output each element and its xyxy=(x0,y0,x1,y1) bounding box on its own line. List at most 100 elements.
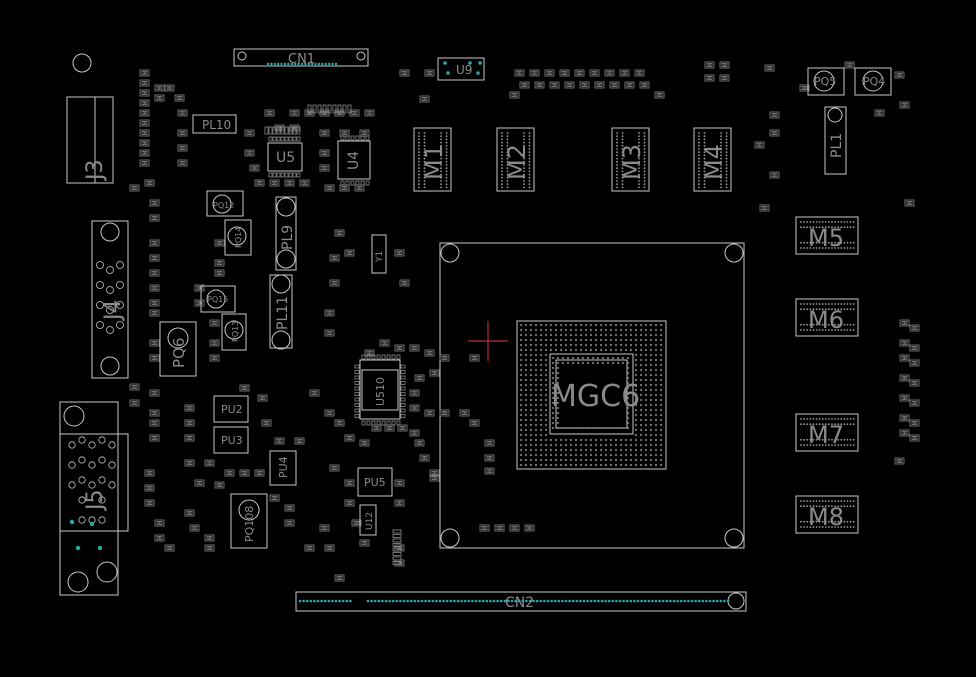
pad xyxy=(901,321,905,325)
pin xyxy=(601,361,605,365)
pin xyxy=(544,398,548,402)
pad xyxy=(141,81,145,85)
pin xyxy=(639,383,643,387)
pin xyxy=(843,303,846,305)
pin xyxy=(506,132,509,134)
pin xyxy=(634,443,638,447)
pin-hole xyxy=(96,301,104,309)
pin xyxy=(828,500,830,502)
pin xyxy=(837,303,840,305)
pin xyxy=(591,361,595,365)
pin xyxy=(818,505,821,508)
pin xyxy=(529,423,533,427)
pin xyxy=(445,138,448,141)
pin xyxy=(423,154,426,157)
pin xyxy=(614,458,618,462)
pad xyxy=(154,391,158,395)
pad xyxy=(431,471,435,475)
pin xyxy=(501,144,503,147)
pin xyxy=(654,353,658,357)
pad xyxy=(141,121,145,125)
pin xyxy=(638,160,640,163)
pad xyxy=(244,149,255,157)
pin xyxy=(528,170,531,173)
pad xyxy=(189,406,193,410)
pad xyxy=(414,439,425,447)
pad xyxy=(879,111,883,115)
pad xyxy=(724,63,728,67)
pin xyxy=(334,599,338,603)
pin xyxy=(535,599,539,603)
pl11-label: PL11 xyxy=(275,296,291,330)
pad xyxy=(216,261,220,265)
pin xyxy=(528,176,531,179)
pad xyxy=(146,471,150,475)
pad xyxy=(399,251,403,255)
pin xyxy=(824,226,827,229)
pad xyxy=(354,184,365,192)
pin xyxy=(806,505,809,508)
pad xyxy=(189,524,200,532)
pad xyxy=(177,144,188,152)
pin xyxy=(406,599,409,603)
pin xyxy=(821,423,824,426)
pad xyxy=(706,63,710,67)
pin xyxy=(539,458,543,462)
pin xyxy=(643,132,646,134)
pin xyxy=(604,333,608,337)
pad xyxy=(151,271,155,275)
pin xyxy=(806,423,809,426)
pin xyxy=(507,599,510,603)
pin xyxy=(703,160,706,163)
pin xyxy=(614,348,618,352)
pad xyxy=(134,385,138,389)
pad xyxy=(182,161,186,165)
pin xyxy=(803,303,805,305)
pin xyxy=(556,356,560,360)
pin xyxy=(654,413,658,417)
pin xyxy=(616,356,620,360)
pad xyxy=(284,504,295,512)
pin xyxy=(523,148,525,150)
pad xyxy=(144,179,155,187)
pin xyxy=(544,383,548,387)
pad xyxy=(154,301,158,305)
pin xyxy=(703,151,706,154)
pad xyxy=(394,344,405,352)
pin-hole xyxy=(88,461,96,469)
pin xyxy=(828,226,830,229)
pin xyxy=(554,448,558,452)
pin xyxy=(643,173,646,176)
pad xyxy=(581,83,585,87)
pin xyxy=(806,303,809,305)
pin xyxy=(626,371,630,375)
pin xyxy=(418,157,420,160)
pad xyxy=(149,299,160,307)
pl10-inductor xyxy=(192,114,237,134)
u5-label: U5 xyxy=(276,150,295,166)
pin xyxy=(824,308,827,311)
pin xyxy=(626,416,630,420)
pad xyxy=(272,172,277,178)
pad xyxy=(186,511,190,515)
pin xyxy=(809,505,812,508)
pad xyxy=(409,404,420,412)
pin xyxy=(852,444,855,446)
pad xyxy=(334,419,345,427)
pin xyxy=(698,157,700,160)
pin xyxy=(849,226,852,229)
pad xyxy=(286,181,290,185)
pad xyxy=(366,420,371,426)
pin xyxy=(852,520,855,523)
pin xyxy=(599,328,603,332)
pin xyxy=(440,154,442,157)
pad xyxy=(759,204,770,212)
pad xyxy=(771,113,775,117)
pin xyxy=(647,599,651,603)
pin xyxy=(609,443,613,447)
pin xyxy=(534,398,538,402)
pad xyxy=(392,538,402,543)
pad xyxy=(151,341,155,345)
pin xyxy=(501,183,503,186)
pad xyxy=(324,329,335,337)
